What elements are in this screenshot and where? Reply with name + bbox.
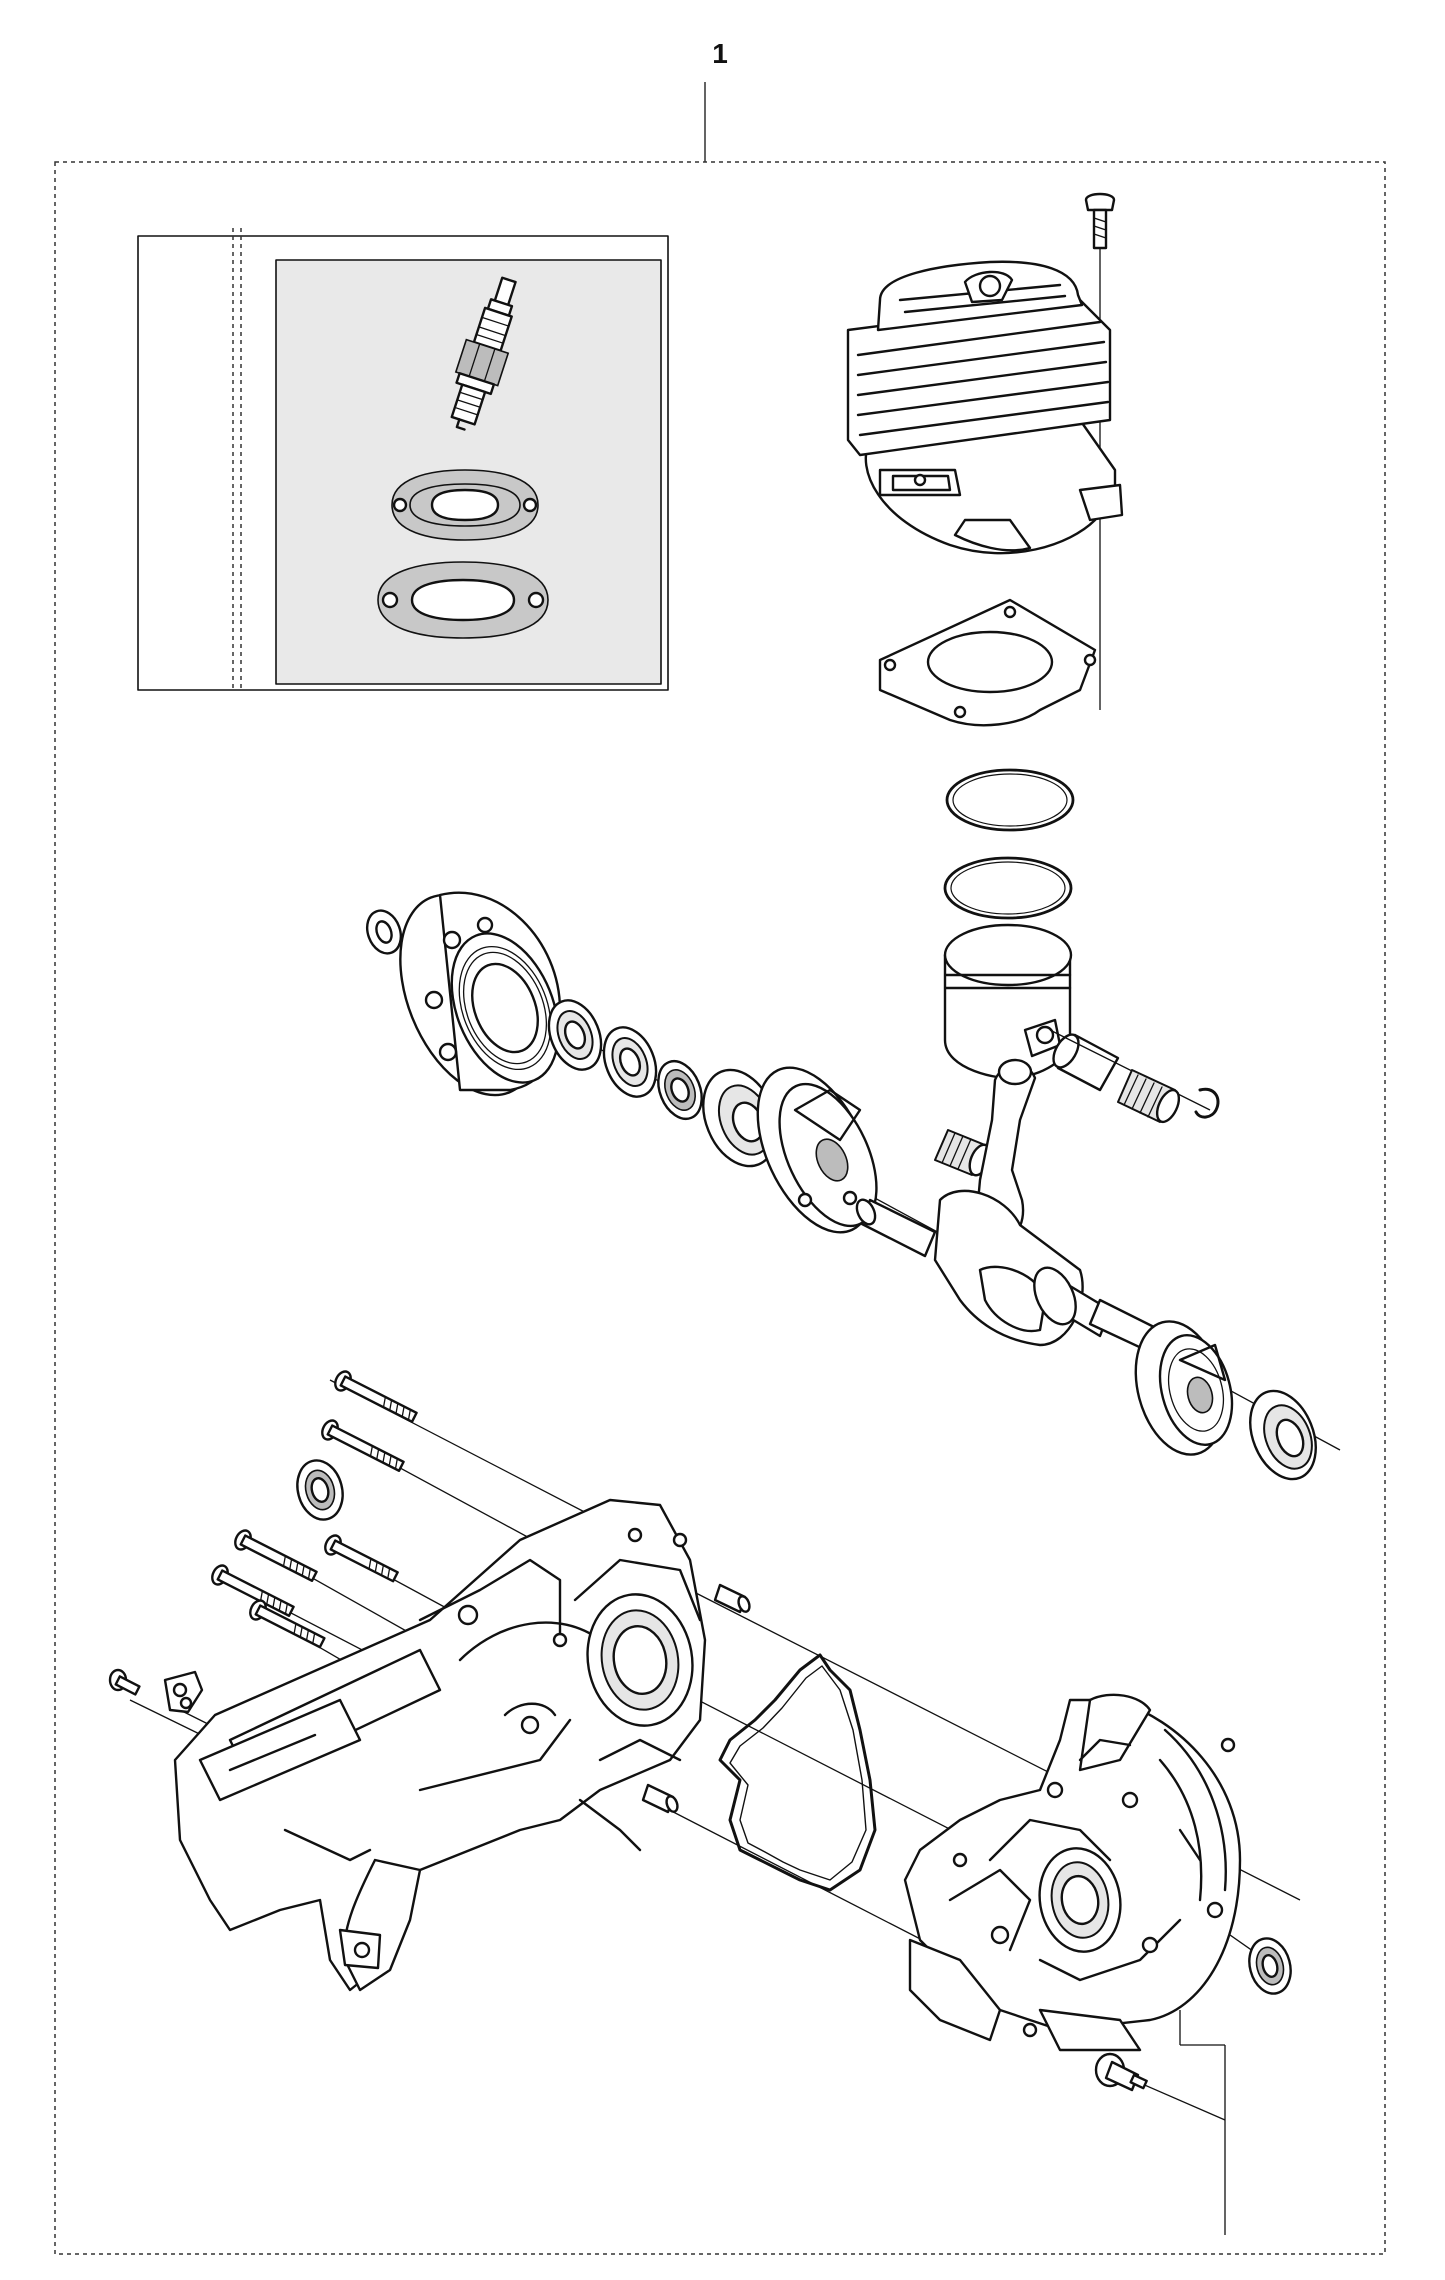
piston[interactable] <box>943 923 1073 1080</box>
cylinder-screw[interactable] <box>1084 192 1116 250</box>
screw-1[interactable] <box>332 1369 419 1426</box>
screw-2[interactable] <box>319 1418 406 1475</box>
seal-right[interactable] <box>1243 1934 1296 1998</box>
cylinder-gasket[interactable] <box>878 598 1097 727</box>
circlip[interactable] <box>1194 1087 1220 1119</box>
decompression-valve[interactable] <box>1094 2052 1148 2092</box>
exhaust-gasket-1[interactable] <box>391 469 539 541</box>
pin-axis-line <box>1049 1029 1211 1111</box>
screw-5[interactable] <box>322 1533 400 1586</box>
screw-6[interactable] <box>247 1598 326 1652</box>
crankshaft-disc-left[interactable] <box>734 1050 896 1250</box>
bearing-1[interactable] <box>539 993 610 1078</box>
cylinder[interactable] <box>846 260 1124 555</box>
bracket[interactable] <box>163 1670 204 1714</box>
seal-left[interactable] <box>291 1455 349 1524</box>
assembly-callout-number: 1 <box>712 38 728 69</box>
seal-crank[interactable] <box>650 1055 710 1126</box>
piston-ring-1[interactable] <box>945 768 1075 832</box>
bearing-4[interactable] <box>1238 1381 1328 1489</box>
bearing-2[interactable] <box>594 1020 665 1105</box>
crankshaft-disc-right[interactable] <box>1122 1311 1244 1464</box>
spark-plug[interactable] <box>440 273 530 435</box>
crankcase-left[interactable] <box>173 1498 707 1992</box>
crankcase-gasket[interactable] <box>718 1653 877 1892</box>
crankshaft[interactable] <box>853 1189 1169 1356</box>
clutch-drum[interactable] <box>373 874 579 1115</box>
guide-pin-2[interactable] <box>641 1783 679 1814</box>
small-screw[interactable] <box>108 1668 141 1696</box>
guide-pin-1[interactable] <box>713 1583 751 1614</box>
piston-pin[interactable] <box>1048 1030 1120 1092</box>
assembly-dashed-frame <box>54 161 1386 2255</box>
crankcase-right[interactable] <box>903 1693 1242 2052</box>
washer[interactable] <box>361 906 406 958</box>
needle-bearing-small-end[interactable] <box>1117 1069 1183 1125</box>
exhaust-gasket-2[interactable] <box>377 561 549 639</box>
screw-3[interactable] <box>232 1528 319 1585</box>
piston-ring-2[interactable] <box>943 856 1073 920</box>
